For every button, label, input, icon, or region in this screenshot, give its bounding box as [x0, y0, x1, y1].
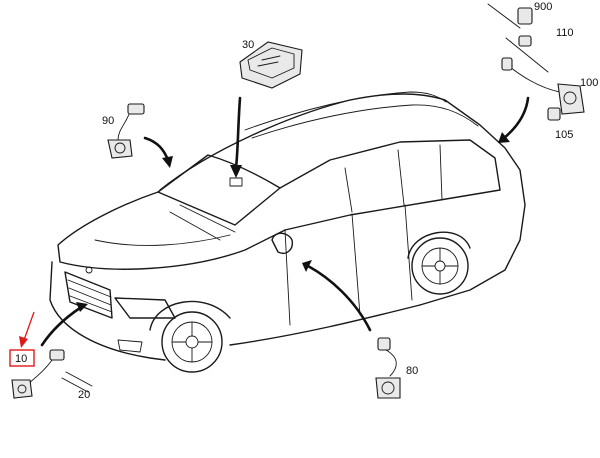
- door-line-front: [284, 229, 291, 326]
- arrow-80: [306, 264, 372, 332]
- windshield: [157, 154, 281, 226]
- hood-crease: [94, 234, 231, 246]
- callout-110: 110: [556, 27, 574, 39]
- door-line-rear: [351, 213, 361, 316]
- part-900-connector: [487, 3, 533, 29]
- door-line-back: [404, 204, 413, 301]
- car-roof-line: [159, 93, 526, 306]
- front-bumper: [49, 261, 166, 361]
- part-30-camera-module: [239, 41, 303, 89]
- callout-labels: 900 110 100 105 30 90 80 20 10: [9, 1, 598, 401]
- part-90-sensor: [107, 103, 145, 159]
- arrow-105: [502, 96, 530, 140]
- car-illustration: [49, 91, 526, 373]
- arrow-30: [234, 96, 242, 170]
- roof-rail: [244, 91, 447, 131]
- grille-bar-1: [67, 279, 112, 298]
- hood: [57, 191, 286, 270]
- part-10-sensor: [11, 349, 65, 399]
- arrow-10: [40, 306, 82, 347]
- fog-light: [117, 339, 143, 353]
- part-100-sensor: [501, 57, 585, 115]
- arrowhead-105: [498, 132, 510, 143]
- side-window-divider-1: [344, 167, 353, 213]
- side-window-frame: [279, 139, 501, 231]
- arrow-90: [143, 136, 170, 162]
- callout-20: 20: [78, 389, 90, 401]
- highlight-arrowhead: [19, 336, 28, 348]
- pointer-arrows: [19, 96, 530, 348]
- side-mirror: [271, 232, 293, 254]
- grille-bar-3: [69, 295, 113, 313]
- callout-30: 30: [242, 39, 254, 51]
- callout-90: 90: [102, 115, 114, 127]
- windshield-sensor: [229, 177, 243, 187]
- arrowhead-90: [162, 156, 173, 168]
- side-window-divider-3: [439, 144, 443, 201]
- grille-bar-2: [68, 287, 112, 306]
- callout-900: 900: [534, 1, 552, 13]
- wiper: [169, 211, 221, 241]
- arrowhead-80: [302, 260, 312, 272]
- callout-105: 105: [555, 129, 573, 141]
- arrowhead-10: [76, 302, 88, 312]
- side-window-divider-2: [397, 149, 405, 206]
- cowl: [179, 204, 236, 233]
- arrowhead-30: [230, 165, 242, 178]
- part-80-sensor: [375, 337, 401, 399]
- callout-10-highlight-box: [9, 349, 35, 367]
- part-110-lead: [505, 35, 549, 73]
- part-20-bracket: [61, 371, 93, 393]
- rocker-line: [229, 304, 421, 346]
- part-105-plug: [547, 107, 561, 121]
- callout-100: 100: [580, 77, 598, 89]
- rear-wheel: [407, 231, 471, 295]
- grille: [64, 271, 113, 319]
- roof-rail-rear: [251, 104, 479, 139]
- hood-emblem: [85, 266, 93, 274]
- front-wheel: [149, 300, 231, 373]
- highlight-arrow: [23, 311, 35, 341]
- callout-80: 80: [406, 365, 418, 377]
- callout-10: 10: [15, 353, 27, 365]
